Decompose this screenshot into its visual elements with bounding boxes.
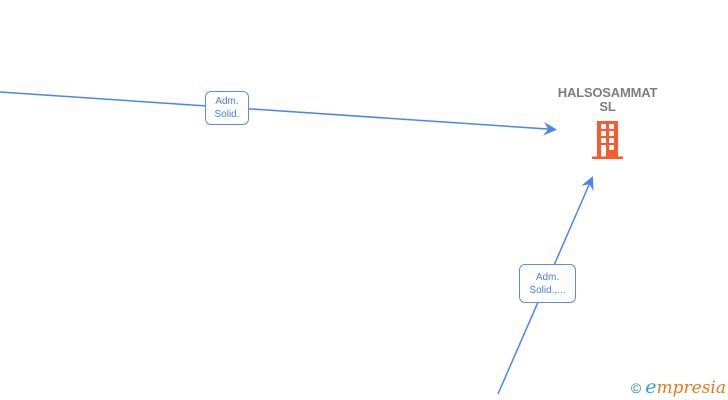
building-icon (592, 121, 623, 159)
edge-line-left (0, 91, 558, 136)
edge-label-text: Solid. (214, 109, 240, 120)
company-name-line1: HALSOSAMMAT (557, 85, 658, 100)
logo-rest: mpresia (656, 378, 727, 398)
empresia-watermark: © empresia (631, 377, 726, 398)
logo-initial: e (645, 376, 657, 398)
edge-label-adm-solid[interactable]: Adm. Solid. (205, 91, 249, 125)
company-name-label: HALSOSAMMAT SL (537, 86, 678, 114)
company-node-halsosammat-sl[interactable]: HALSOSAMMAT SL (537, 86, 678, 159)
empresia-logo: empresia (645, 377, 726, 398)
edge-label-text: Adm. (215, 96, 239, 107)
copyright-icon: © (630, 379, 642, 396)
company-name-line2: SL (599, 99, 616, 114)
edge-label-text: Solid.,... (529, 284, 566, 296)
edge-label-adm-solid-etc[interactable]: Adm. Solid.,... (519, 264, 576, 303)
edge-label-text: Adm. (535, 271, 560, 283)
